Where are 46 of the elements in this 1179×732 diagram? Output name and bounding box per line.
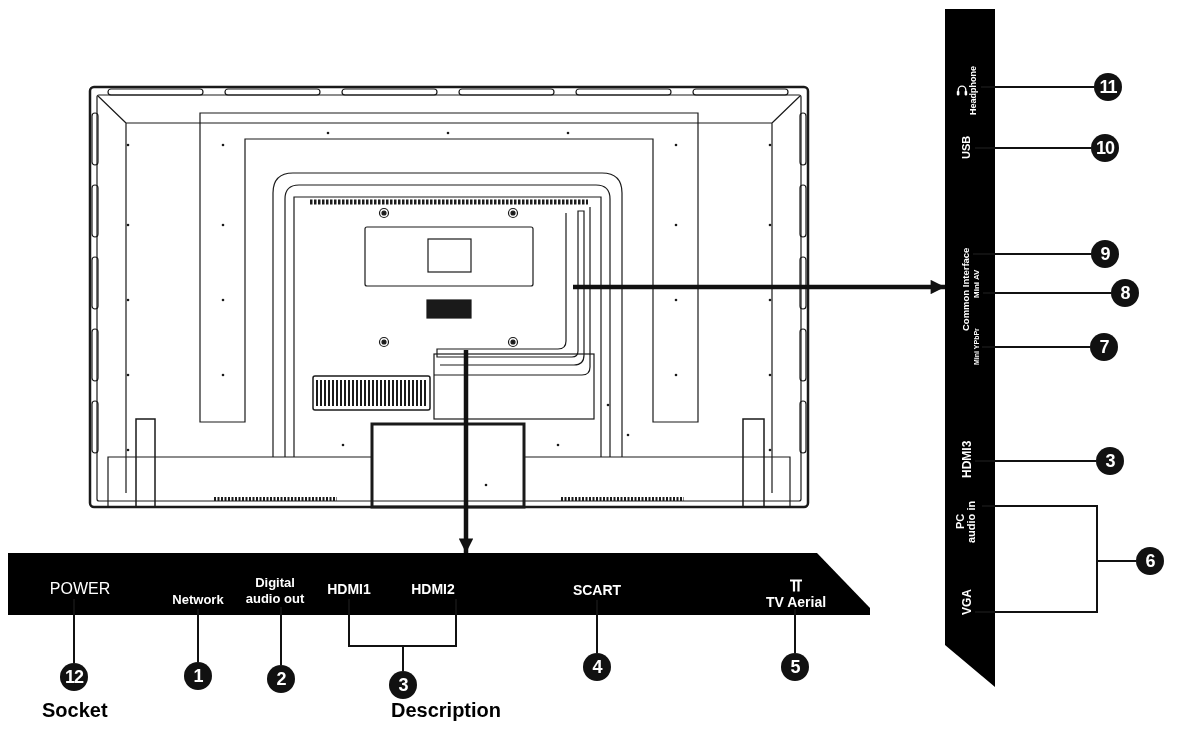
leader-line <box>280 606 282 666</box>
callout-number: 1 <box>184 662 212 690</box>
column-heading: Socket <box>42 700 108 720</box>
leader-line <box>73 598 75 664</box>
callout-number: 3 <box>389 671 417 699</box>
port-label: Common Interface <box>961 242 973 336</box>
port-label: Mini AV <box>973 264 983 304</box>
callout-number: 8 <box>1111 279 1139 307</box>
port-label: Headphone <box>969 64 978 117</box>
leader-line <box>974 460 1097 462</box>
column-heading: Description <box>391 700 502 720</box>
arrow <box>458 350 474 553</box>
connector-panel <box>945 9 995 687</box>
port-label: POWER <box>40 579 120 599</box>
port-label: PC audio in <box>955 499 982 544</box>
callout-number: 3 <box>1096 447 1124 475</box>
leader-line <box>972 253 1092 255</box>
leader-line <box>974 147 1092 149</box>
callout-number: 4 <box>583 653 611 681</box>
callout-number: 10 <box>1091 134 1119 162</box>
port-label: HDMI1 <box>322 580 376 599</box>
leader-line <box>974 560 1137 613</box>
leader-line <box>981 346 1091 348</box>
port-label: HDMI2 <box>406 580 460 599</box>
leader-line <box>980 86 1095 88</box>
callout-number: 12 <box>60 663 88 691</box>
callout-number: 11 <box>1094 73 1122 101</box>
port-label: HDMI3 <box>961 438 975 480</box>
connector-panel <box>8 553 870 615</box>
callout-number: 6 <box>1136 547 1164 575</box>
leader-line <box>402 598 457 672</box>
port-label: SCART <box>565 581 629 600</box>
leader-line <box>596 599 598 654</box>
callout-number: 5 <box>781 653 809 681</box>
port-label: Digital audio out <box>240 575 310 607</box>
port-label: TV Aerial <box>765 595 827 609</box>
callout-number: 7 <box>1090 333 1118 361</box>
callout-number: 2 <box>267 665 295 693</box>
port-label: VGA <box>961 586 975 618</box>
leader-line <box>982 292 1112 294</box>
port-label: USB <box>961 130 975 164</box>
callout-number: 9 <box>1091 240 1119 268</box>
leader-line <box>794 608 796 654</box>
arrow <box>573 279 945 295</box>
port-label: Network <box>166 591 230 609</box>
leader-line <box>197 608 199 663</box>
